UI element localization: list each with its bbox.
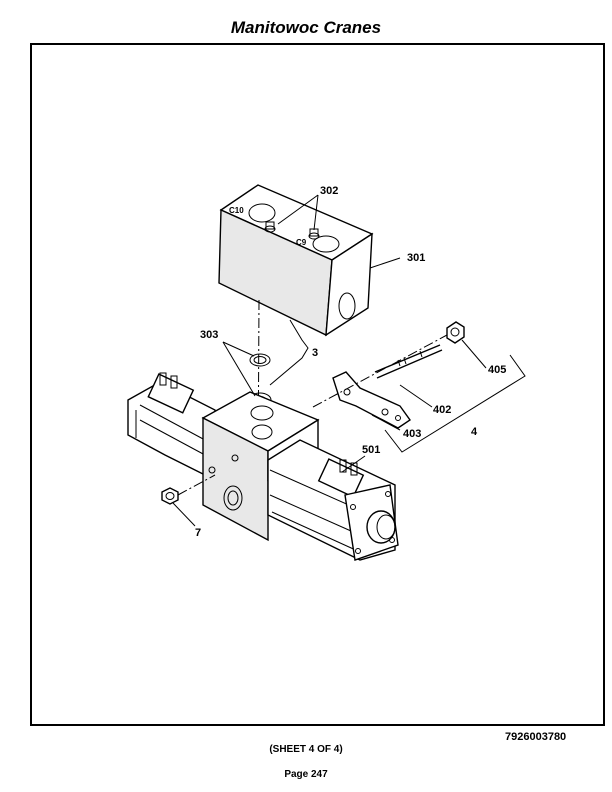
drawing-frame [30,43,605,726]
fitting-7 [161,487,179,505]
stud-center-line [312,334,448,408]
actuator-assembly [127,372,399,561]
callout-4: 4 [471,426,478,438]
callout-405: 405 [488,364,506,376]
callout-c9: C9 [296,238,307,247]
sheet-label: (SHEET 4 OF 4) [269,744,343,755]
leader-lines [172,194,526,527]
callout-302: 302 [320,185,338,197]
page-title: Manitowoc Cranes [230,18,382,37]
callout-303: 303 [200,329,218,341]
center-line [257,299,260,489]
valve-block-301 [218,184,374,337]
stud-402 [374,344,443,379]
page-number: Page 247 [284,769,328,780]
callout-403: 403 [403,428,421,440]
callout-402: 402 [433,404,451,416]
callout-301: 301 [407,252,425,264]
nut-405 [446,321,465,344]
document-number: 7926003780 [505,731,567,743]
fitting-center-line [177,474,216,496]
callout-501: 501 [362,444,380,456]
callout-c10: C10 [229,206,244,215]
callout-3: 3 [312,347,318,359]
bracket-403 [332,371,411,429]
callout-7: 7 [195,527,201,539]
